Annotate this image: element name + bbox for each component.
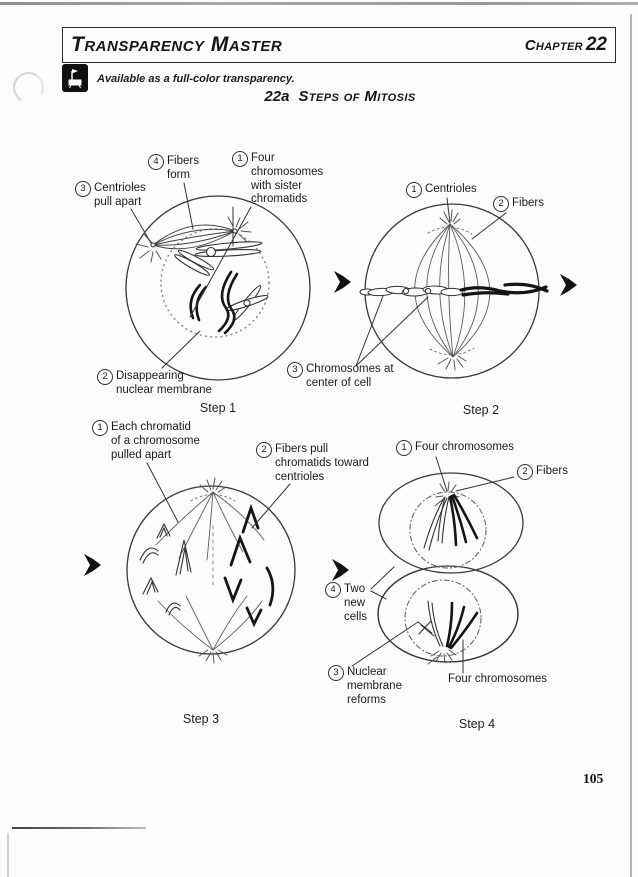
circled-number: 2 <box>493 196 509 212</box>
figure-title: 22a Steps of Mitosis <box>0 88 638 106</box>
label-fibers-form: 4 Fibers form <box>148 154 199 183</box>
header-box: Transparency Master Chapter 22 <box>62 27 616 63</box>
step4-caption: Step 4 <box>458 717 496 731</box>
circled-number: 3 <box>287 362 303 378</box>
circled-number: 1 <box>406 182 422 198</box>
circled-number: 2 <box>256 442 272 458</box>
chapter-number: 22 <box>585 34 607 55</box>
label-text: Nuclear membrane reforms <box>347 666 402 706</box>
label-four-chromosomes-sister-chromatids: 1 Four chromosomes with sister chromatid… <box>232 151 324 207</box>
page-number: 105 <box>583 771 604 786</box>
label-text: Four chromosomes with sister chromatids <box>251 152 324 206</box>
arrow-right-icon <box>334 271 351 293</box>
step1-cell <box>125 182 311 381</box>
label-text: Disappearing nuclear membrane <box>116 370 212 396</box>
circled-number: 4 <box>148 154 164 170</box>
overhead-projector-icon <box>62 64 88 92</box>
label-text: Centrioles <box>425 183 477 195</box>
circled-number: 2 <box>97 369 113 385</box>
circled-number: 2 <box>517 464 533 480</box>
chapter-label: Chapter 22 <box>525 34 607 56</box>
label-text: Four chromosomes <box>415 441 515 453</box>
label-nuclear-membrane-reforms: 3 Nuclear membrane reforms <box>328 665 402 707</box>
step3-caption: Step 3 <box>182 712 220 726</box>
label-text: Centrioles pull apart <box>94 182 146 208</box>
step4-cells <box>351 456 524 674</box>
label-fibers: 2 Fibers <box>493 196 544 212</box>
figure-name: Steps of Mitosis <box>298 88 416 105</box>
label-text: Fibers <box>512 197 544 209</box>
circled-number: 1 <box>396 440 412 456</box>
step3-cell <box>126 462 296 664</box>
circled-number: 3 <box>328 665 344 681</box>
label-text: Two new cells <box>344 583 368 623</box>
label-text: Fibers pull chromatids toward centrioles <box>275 443 369 483</box>
label-chromosomes-at-center: 3 Chromosomes at center of cell <box>287 362 394 391</box>
label-text: Four chromosomes <box>448 673 548 685</box>
circled-number: 1 <box>92 420 108 436</box>
chapter-word: Chapter <box>524 37 583 54</box>
label-text: Each chromatid of a chromosome pulled ap… <box>111 421 200 461</box>
notice-text: Available as a full-color transparency. <box>97 73 295 85</box>
scan-top-edge <box>0 2 638 5</box>
projector-glyph <box>68 69 82 89</box>
label-disappearing-nuclear-membrane: 2 Disappearing nuclear membrane <box>97 369 212 398</box>
circled-number: 3 <box>75 181 91 197</box>
step2-caption: Step 2 <box>462 403 500 417</box>
scan-corner-line <box>7 833 9 877</box>
label-centrioles-pull-apart: 3 Centrioles pull apart <box>75 181 146 210</box>
step1-caption: Step 1 <box>199 401 237 415</box>
header-title: Transparency Master <box>71 33 283 56</box>
figure-number: 22a <box>264 88 290 105</box>
circled-number: 4 <box>325 582 341 598</box>
arrow-right-icon <box>332 559 349 581</box>
arrow-right-icon <box>84 554 101 576</box>
step2-cell <box>355 197 549 379</box>
label-each-chromatid-pulled-apart: 1 Each chromatid of a chromosome pulled … <box>92 420 200 462</box>
scan-right-edge <box>630 14 632 877</box>
label-four-chromosomes-bottom: Four chromosomes <box>448 673 547 687</box>
scan-bottom-line <box>12 827 146 829</box>
label-text: Fibers form <box>167 155 199 181</box>
arrow-right-icon <box>560 274 577 296</box>
label-centrioles: 1 Centrioles <box>406 182 477 198</box>
label-text: Fibers <box>536 465 568 477</box>
label-fibers-step4: 2 Fibers <box>517 464 568 480</box>
label-text: Chromosomes at center of cell <box>306 363 394 389</box>
circled-number: 1 <box>232 151 248 167</box>
label-two-new-cells: 4 Two new cells <box>325 582 368 624</box>
label-four-chromosomes-top: 1 Four chromosomes <box>396 440 515 456</box>
label-fibers-pull-chromatids: 2 Fibers pull chromatids toward centriol… <box>256 442 369 484</box>
